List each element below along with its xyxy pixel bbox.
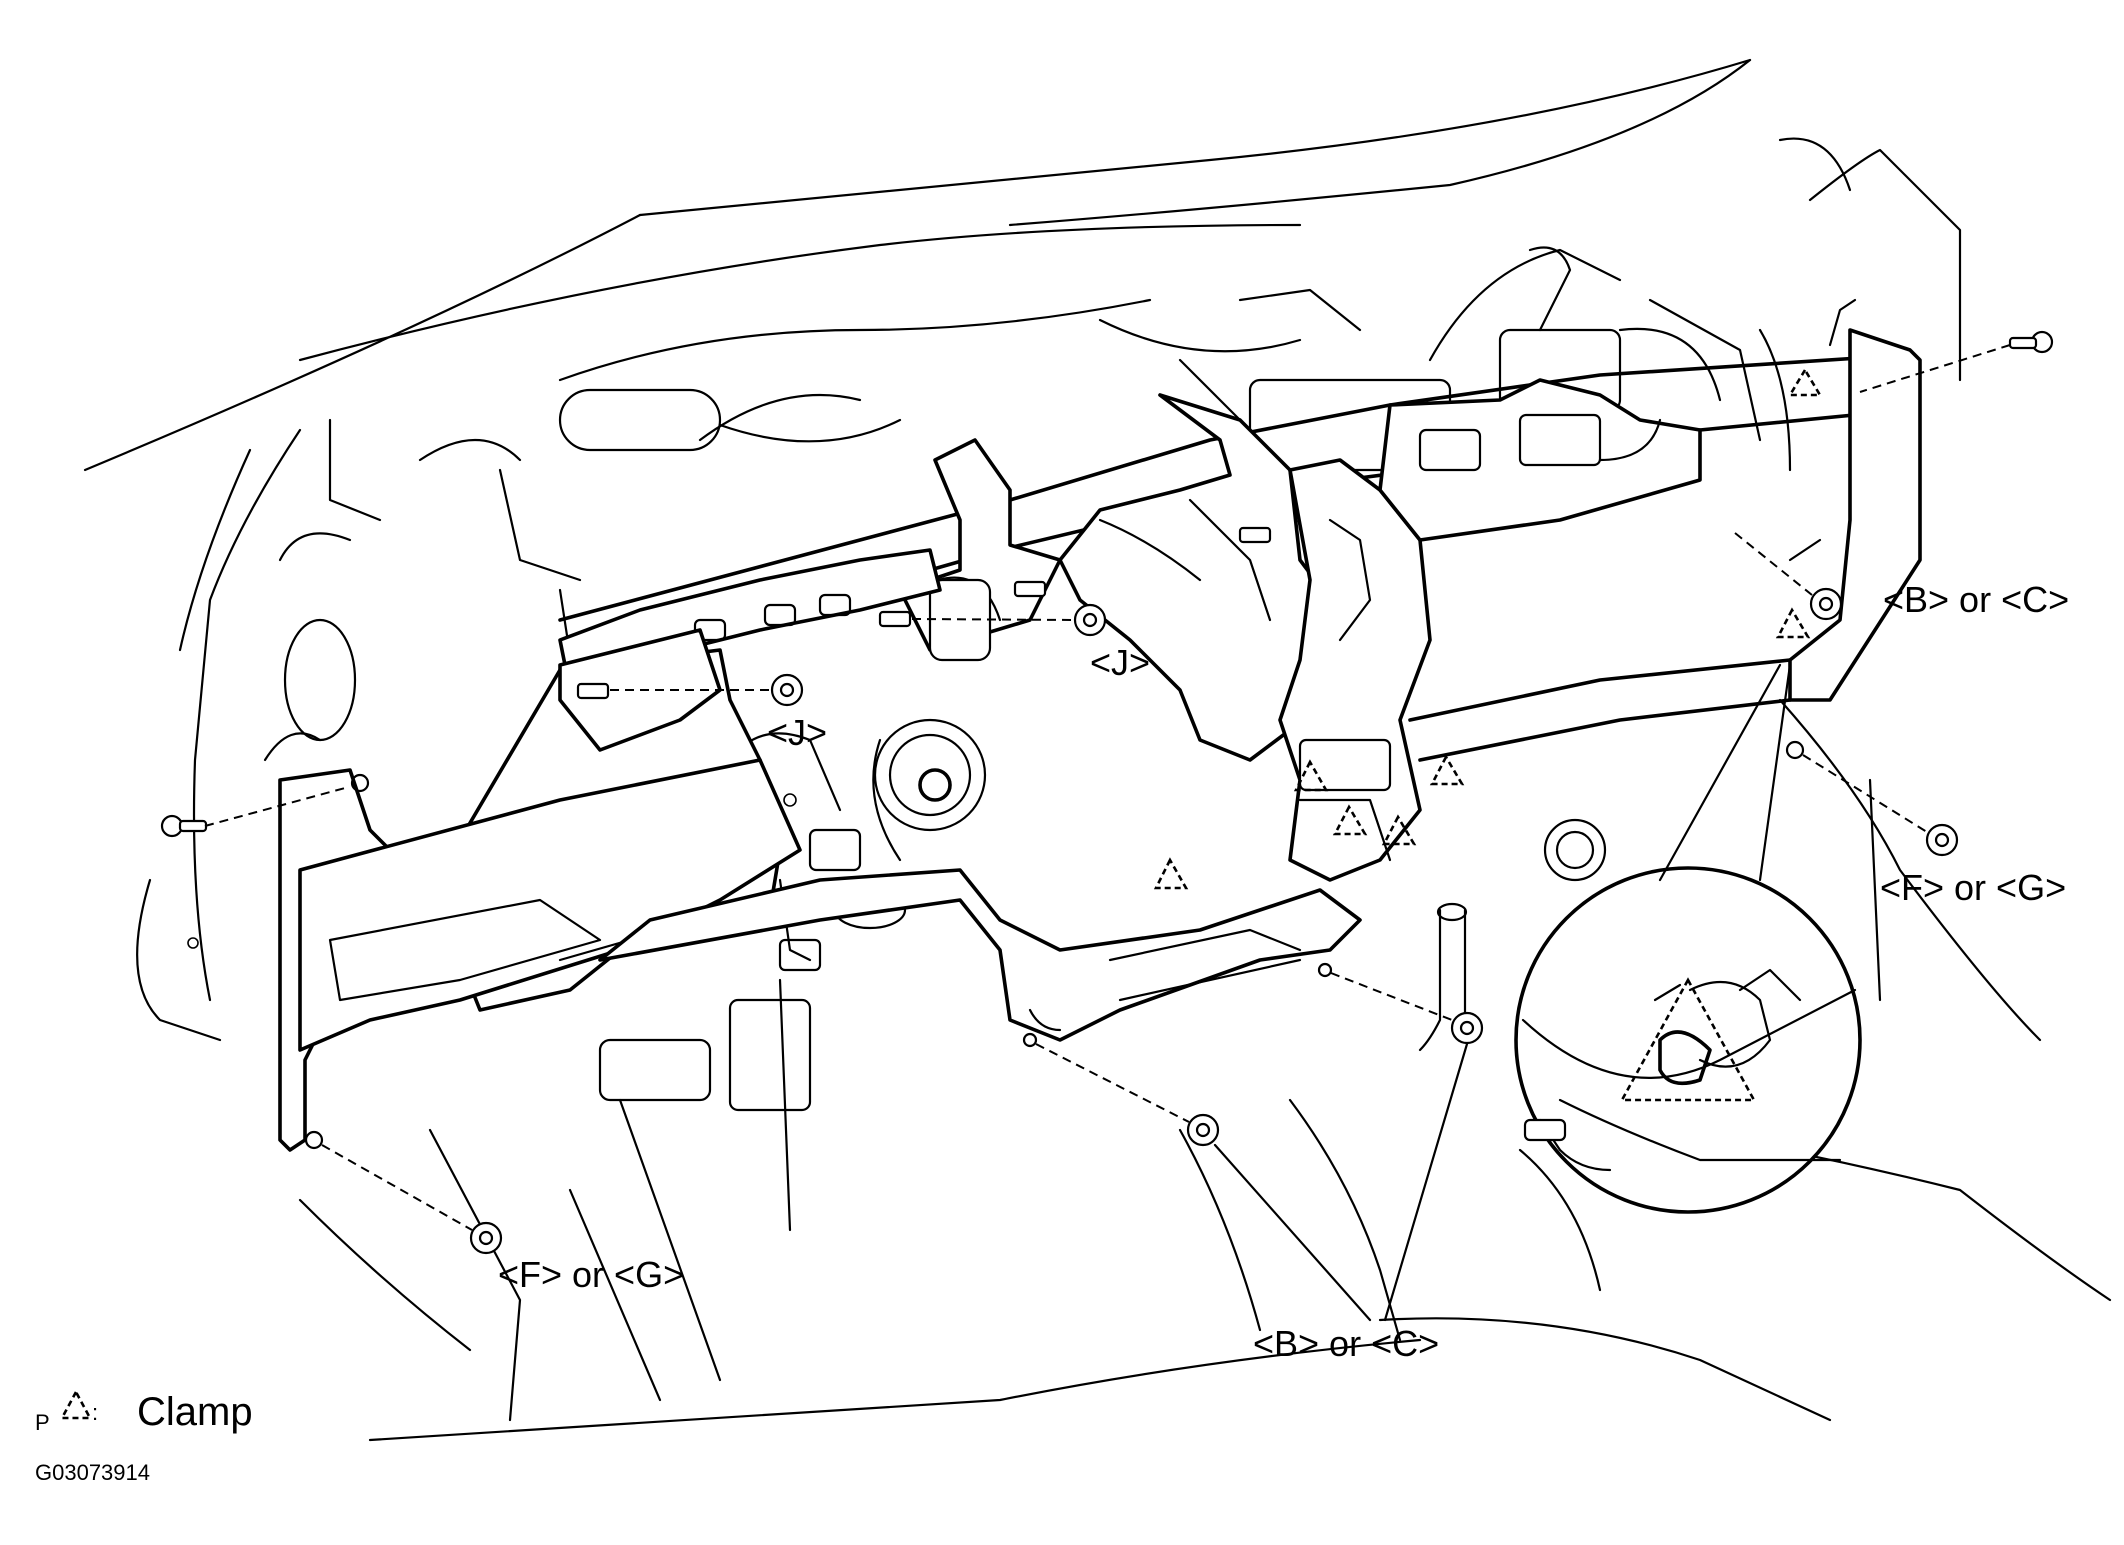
cabin-background-outline: [83, 58, 2112, 1442]
fastener-bolt-fg-right: [1785, 740, 1959, 857]
fastener-bolt-bc-bottom-left: [1022, 1032, 1220, 1147]
inset-leader-right: [1758, 663, 1792, 882]
label-bc-right: <B> or <C>: [1883, 579, 2069, 620]
fastener-bolt-bc-bottom-right: [1317, 962, 1484, 1045]
label-j-lower: <J>: [767, 712, 827, 753]
fastener-screw-left: [160, 773, 370, 838]
legend: P : Clamp: [35, 1389, 253, 1435]
bc-bottom-leader-2: [1383, 1042, 1469, 1322]
label-bc-bottom: <B> or <C>: [1253, 1323, 1439, 1364]
figure-id: G03073914: [35, 1460, 150, 1485]
label-fg-left: <F> or <G>: [498, 1254, 684, 1295]
clamp-triangle-icon: [59, 1389, 93, 1420]
fastener-screw-right-top: [1859, 330, 2054, 393]
clamp-detail-inset: [1514, 866, 1862, 1214]
label-j-upper: <J>: [1090, 642, 1150, 683]
fastener-nut-j-lower: [610, 673, 804, 707]
fastener-nut-j-upper: [911, 603, 1107, 637]
bc-bottom-leader-1: [1213, 1143, 1372, 1322]
legend-prefix: P: [35, 1410, 50, 1435]
legend-separator: :: [92, 1400, 98, 1425]
fastener-bolt-bc-right: [1734, 532, 1843, 621]
label-fg-right: <F> or <G>: [1880, 867, 2066, 908]
legend-text: Clamp: [137, 1390, 253, 1434]
clamp-markers: [1153, 367, 1823, 890]
fastener-bolt-fg-left: [321, 1144, 503, 1255]
instrument-panel-reinforcement: [278, 298, 1922, 1152]
inset-leader-left: [1658, 663, 1782, 882]
